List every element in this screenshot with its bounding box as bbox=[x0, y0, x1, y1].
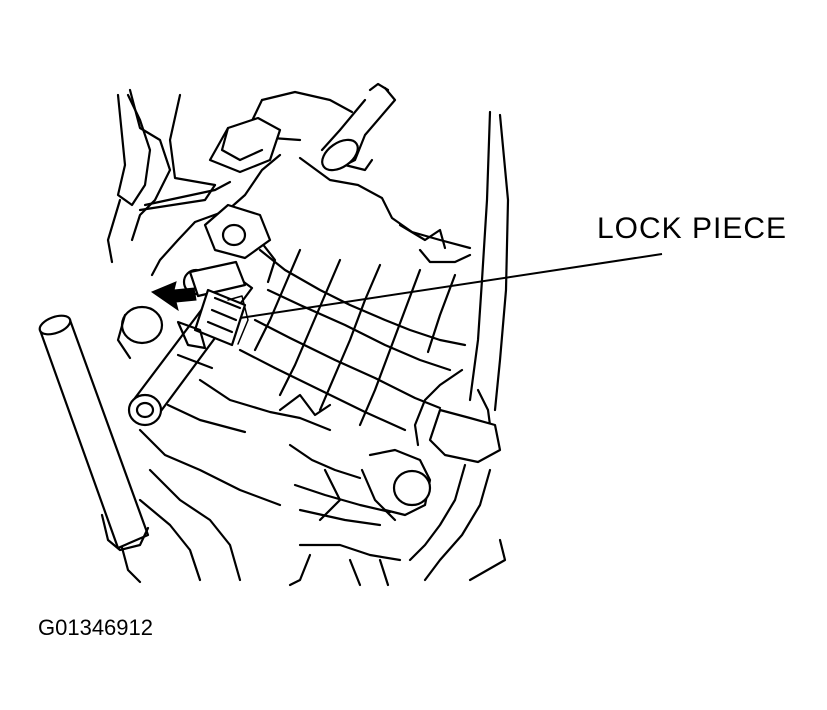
shift-lever-rod bbox=[38, 314, 150, 552]
upper-left-bracket bbox=[106, 88, 232, 264]
direction-arrow-icon bbox=[150, 281, 197, 312]
bolt-boss-left bbox=[116, 305, 164, 360]
right-cable-tube bbox=[408, 110, 510, 582]
lock-piece-callout-label: LOCK PIECE bbox=[597, 212, 788, 245]
figure-id-label: G01346912 bbox=[38, 615, 153, 640]
connector-block bbox=[208, 116, 282, 174]
clevis-pin bbox=[182, 203, 272, 298]
upper-cable-boot bbox=[248, 82, 397, 172]
bolt-boss-right bbox=[360, 448, 432, 522]
callout-leader-line bbox=[239, 253, 663, 319]
lock-piece bbox=[176, 288, 249, 350]
